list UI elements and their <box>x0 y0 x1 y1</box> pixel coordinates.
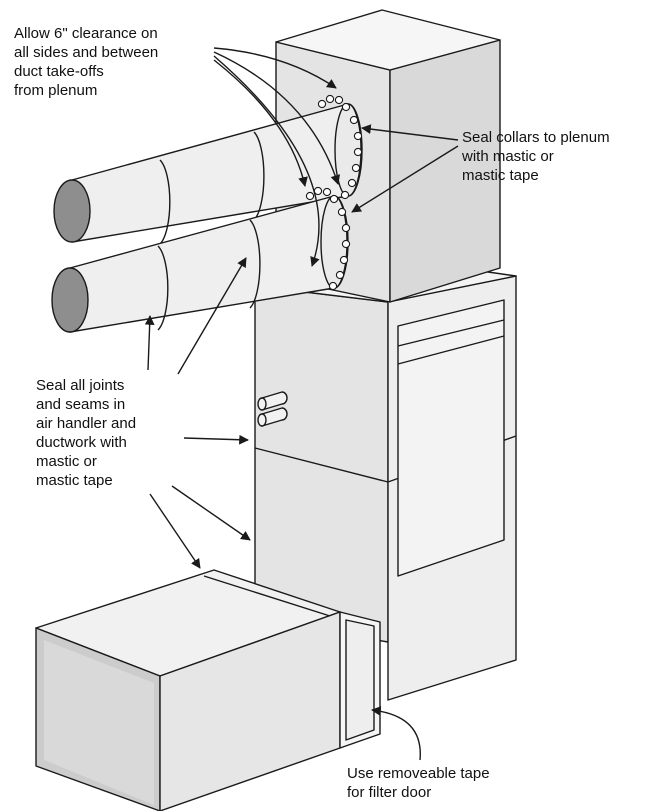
filter-door-tape-callout: Use removeable tape for filter door <box>347 764 490 802</box>
supply-duct-lower <box>51 195 349 333</box>
joints-line-5: mastic or <box>36 453 97 470</box>
joints-line-2: and seams in <box>36 396 126 413</box>
collars-line-1: Seal collars to plenum <box>462 129 610 146</box>
clearance-line-2: all sides and between <box>14 44 159 61</box>
joints-line-4: ductwork with <box>36 434 127 451</box>
clearance-line-3: duct take-offs <box>14 63 104 80</box>
joints-line-3: air handler and <box>36 415 137 432</box>
seal-joints-callout: Seal all joints and seams in air handler… <box>36 376 136 490</box>
seal-collars-callout: Seal collars to plenum with mastic or ma… <box>462 128 610 185</box>
collars-line-2: with mastic or <box>462 148 554 165</box>
joints-line-6: mastic tape <box>36 472 113 489</box>
joints-line-1: Seal all joints <box>36 377 125 394</box>
clearance-callout: Allow 6" clearance on all sides and betw… <box>14 24 158 100</box>
return-duct <box>35 569 341 811</box>
clearance-line-1: Allow 6" clearance on <box>14 25 158 42</box>
pipe-fittings <box>257 391 288 427</box>
collars-line-3: mastic tape <box>462 167 539 184</box>
clearance-line-4: from plenum <box>14 82 98 99</box>
callout-arrows <box>144 47 459 761</box>
access-panel <box>397 299 505 577</box>
duct-collar-tabs <box>305 94 363 291</box>
filter-slot <box>339 611 381 749</box>
tape-line-2: for filter door <box>347 784 432 801</box>
tape-line-1: Use removeable tape <box>347 765 490 782</box>
